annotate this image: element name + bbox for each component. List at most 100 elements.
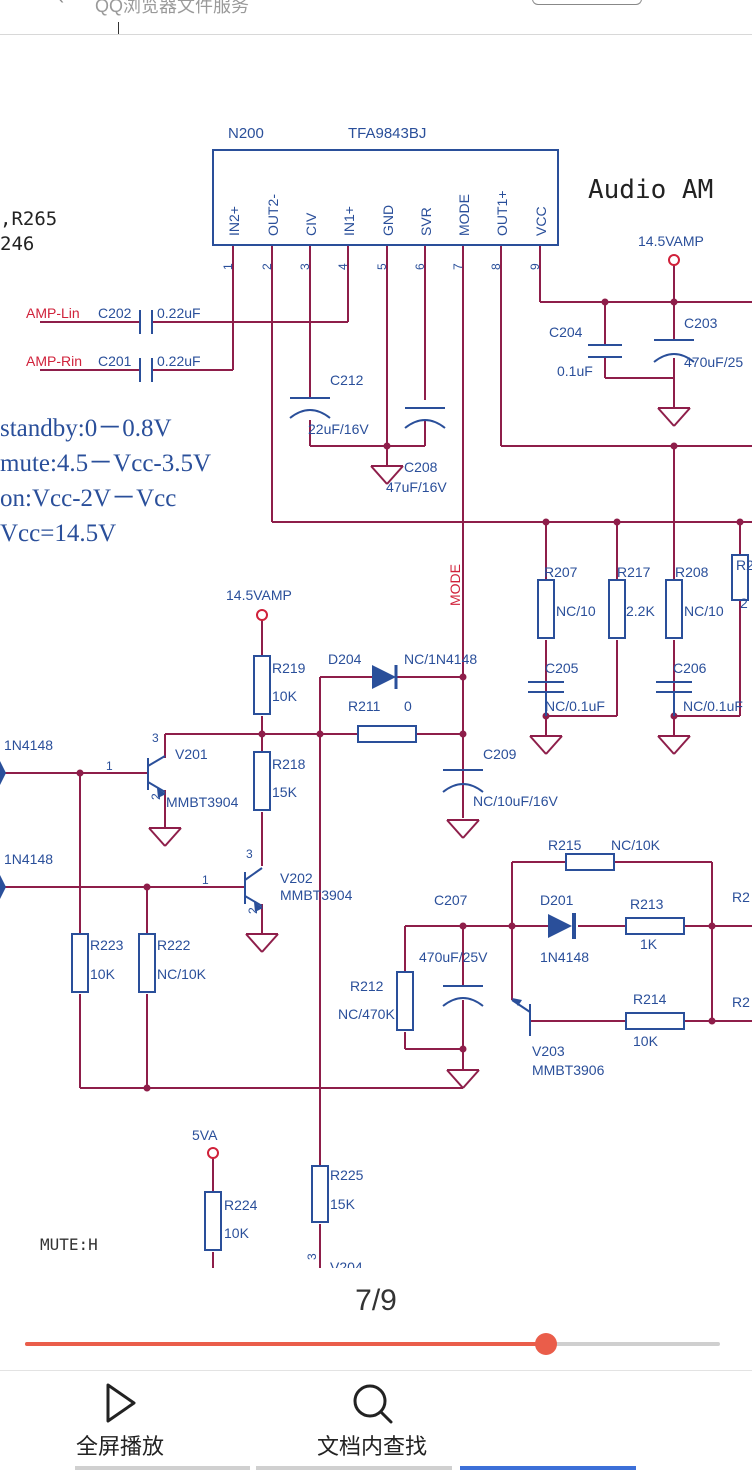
play-icon bbox=[106, 1383, 136, 1423]
r215-value: NC/10K bbox=[611, 837, 661, 853]
power-label: 14.5VAMP bbox=[226, 587, 292, 603]
mute-note: MUTE:H bbox=[40, 1235, 98, 1254]
net-amp-lin: AMP-Lin bbox=[26, 305, 80, 321]
note-vcc: Vcc=14.5V bbox=[0, 520, 116, 547]
pin-name: VCC bbox=[533, 206, 549, 236]
r214-value: 10K bbox=[633, 1033, 659, 1049]
r-edge2-ref: R2 bbox=[732, 994, 750, 1010]
ground-symbols bbox=[148, 407, 691, 1089]
r224-value: 10K bbox=[224, 1225, 250, 1241]
c208-value: 47uF/16V bbox=[386, 479, 447, 495]
pin-number: 7 bbox=[451, 263, 465, 270]
pin-name: CIV bbox=[303, 212, 319, 236]
back-icon[interactable]: ‹ bbox=[58, 0, 64, 9]
components bbox=[71, 310, 749, 1251]
r225-ref: R225 bbox=[330, 1167, 364, 1183]
pin-number: 2 bbox=[260, 263, 274, 270]
v202-pin-c: 3 bbox=[246, 847, 253, 861]
side-note-2: 246 bbox=[0, 233, 34, 255]
r208-value: NC/10 bbox=[684, 603, 724, 619]
pin-number: 3 bbox=[298, 263, 312, 270]
d201-value: 1N4148 bbox=[540, 949, 589, 965]
bottom-toolbar: 全屏播放 文档内查找 bbox=[0, 1370, 752, 1473]
header-button[interactable] bbox=[532, 0, 642, 5]
edge-segment-active bbox=[460, 1466, 636, 1470]
find-in-document-label: 文档内查找 bbox=[316, 1434, 427, 1459]
header-divider bbox=[118, 22, 119, 34]
schematic-diagram: N200 TFA9843BJ Audio AM ,R265 246 IN2+ O… bbox=[0, 125, 752, 1268]
r222-value: NC/10K bbox=[157, 966, 207, 982]
search-icon bbox=[353, 1384, 393, 1424]
r219-ref: R219 bbox=[272, 660, 306, 676]
r213-value: 1K bbox=[640, 936, 658, 952]
c208-ref: C208 bbox=[404, 459, 438, 475]
pin-name: OUT1+ bbox=[494, 190, 510, 236]
r225-value: 15K bbox=[330, 1196, 356, 1212]
app-title: QQ浏览器文件服务 bbox=[95, 0, 250, 16]
c209-ref: C209 bbox=[483, 746, 517, 762]
page-slider[interactable] bbox=[25, 1333, 720, 1355]
v201-value: MMBT3904 bbox=[166, 794, 239, 810]
find-in-document-button[interactable]: 文档内查找 bbox=[292, 1381, 452, 1461]
pin-name: GND bbox=[380, 205, 396, 236]
c207-ref: C207 bbox=[434, 892, 468, 908]
transistor-pin-numbers: 1 3 2 1 3 2 3 bbox=[106, 731, 319, 1260]
r218-ref: R218 bbox=[272, 756, 306, 772]
v202-pin-b: 1 bbox=[202, 873, 209, 887]
c206-value: NC/0.1uF bbox=[683, 698, 743, 714]
page-slider-fill bbox=[25, 1342, 547, 1346]
r217-value: 2.2K bbox=[626, 603, 655, 619]
v201-pin-c: 3 bbox=[152, 731, 159, 745]
note-mute: mute:4.5－Vcc-3.5V bbox=[0, 450, 211, 477]
r207-ref: R207 bbox=[544, 564, 578, 580]
c212-ref: C212 bbox=[330, 372, 364, 388]
v204-ref: V204 bbox=[330, 1259, 363, 1268]
r218-value: 15K bbox=[272, 784, 298, 800]
pin-name: SVR bbox=[418, 207, 434, 236]
r2x-ref: R2 bbox=[736, 557, 752, 573]
mode-notes: standby:0－0.8V mute:4.5－Vcc-3.5V on:Vcc-… bbox=[0, 415, 211, 547]
pin-name: IN1+ bbox=[341, 206, 357, 236]
r215-ref: R215 bbox=[548, 837, 582, 853]
component-fills bbox=[0, 665, 576, 1006]
note-standby: standby:0－0.8V bbox=[0, 415, 172, 442]
fullscreen-play-button[interactable]: 全屏播放 bbox=[40, 1381, 200, 1461]
r213-ref: R213 bbox=[630, 896, 664, 912]
v204-pin-c: 3 bbox=[305, 1253, 319, 1260]
r212-value: NC/470K bbox=[338, 1006, 395, 1022]
d-left2-value: 1N4148 bbox=[4, 851, 53, 867]
r211-value: 0 bbox=[404, 698, 412, 714]
c205-ref: C205 bbox=[545, 660, 579, 676]
c203-ref: C203 bbox=[684, 315, 718, 331]
d-left1-value: 1N4148 bbox=[4, 737, 53, 753]
r-edge1-ref: R2 bbox=[732, 889, 750, 905]
r219-value: 10K bbox=[272, 688, 298, 704]
document-page[interactable]: N200 TFA9843BJ Audio AM ,R265 246 IN2+ O… bbox=[0, 36, 752, 1268]
c209-value: NC/10uF/16V bbox=[473, 793, 558, 809]
pin-name: OUT2- bbox=[265, 194, 281, 236]
side-note-1: ,R265 bbox=[0, 208, 57, 230]
r2x-value: 2 bbox=[740, 595, 748, 611]
r211-ref: R211 bbox=[348, 698, 381, 714]
c202-value: 0.22uF bbox=[157, 305, 201, 321]
c207-value: 470uF/25V bbox=[419, 949, 488, 965]
pin-number: 4 bbox=[336, 263, 350, 270]
c206-ref: C206 bbox=[673, 660, 707, 676]
v201-pin-e: 2 bbox=[149, 793, 163, 800]
power-label: 14.5VAMP bbox=[638, 233, 704, 249]
pin-number: 8 bbox=[489, 263, 503, 270]
net-amp-rin: AMP-Rin bbox=[26, 353, 82, 369]
r208-ref: R208 bbox=[675, 564, 709, 580]
d201-ref: D201 bbox=[540, 892, 574, 908]
page-slider-thumb[interactable] bbox=[535, 1333, 558, 1355]
c203-value: 470uF/25 bbox=[684, 354, 743, 370]
page-indicator: 7/9 bbox=[355, 1284, 397, 1317]
fullscreen-play-label: 全屏播放 bbox=[75, 1434, 164, 1459]
ic-part: TFA9843BJ bbox=[348, 125, 426, 142]
v201-ref: V201 bbox=[175, 746, 208, 762]
r207-value: NC/10 bbox=[556, 603, 596, 619]
r223-ref: R223 bbox=[90, 937, 124, 953]
net-labels: AMP-Lin AMP-Rin MODE bbox=[26, 305, 463, 606]
edge-segment bbox=[256, 1466, 452, 1470]
pin-numbers: 1 2 3 4 5 6 7 8 9 bbox=[221, 263, 542, 270]
